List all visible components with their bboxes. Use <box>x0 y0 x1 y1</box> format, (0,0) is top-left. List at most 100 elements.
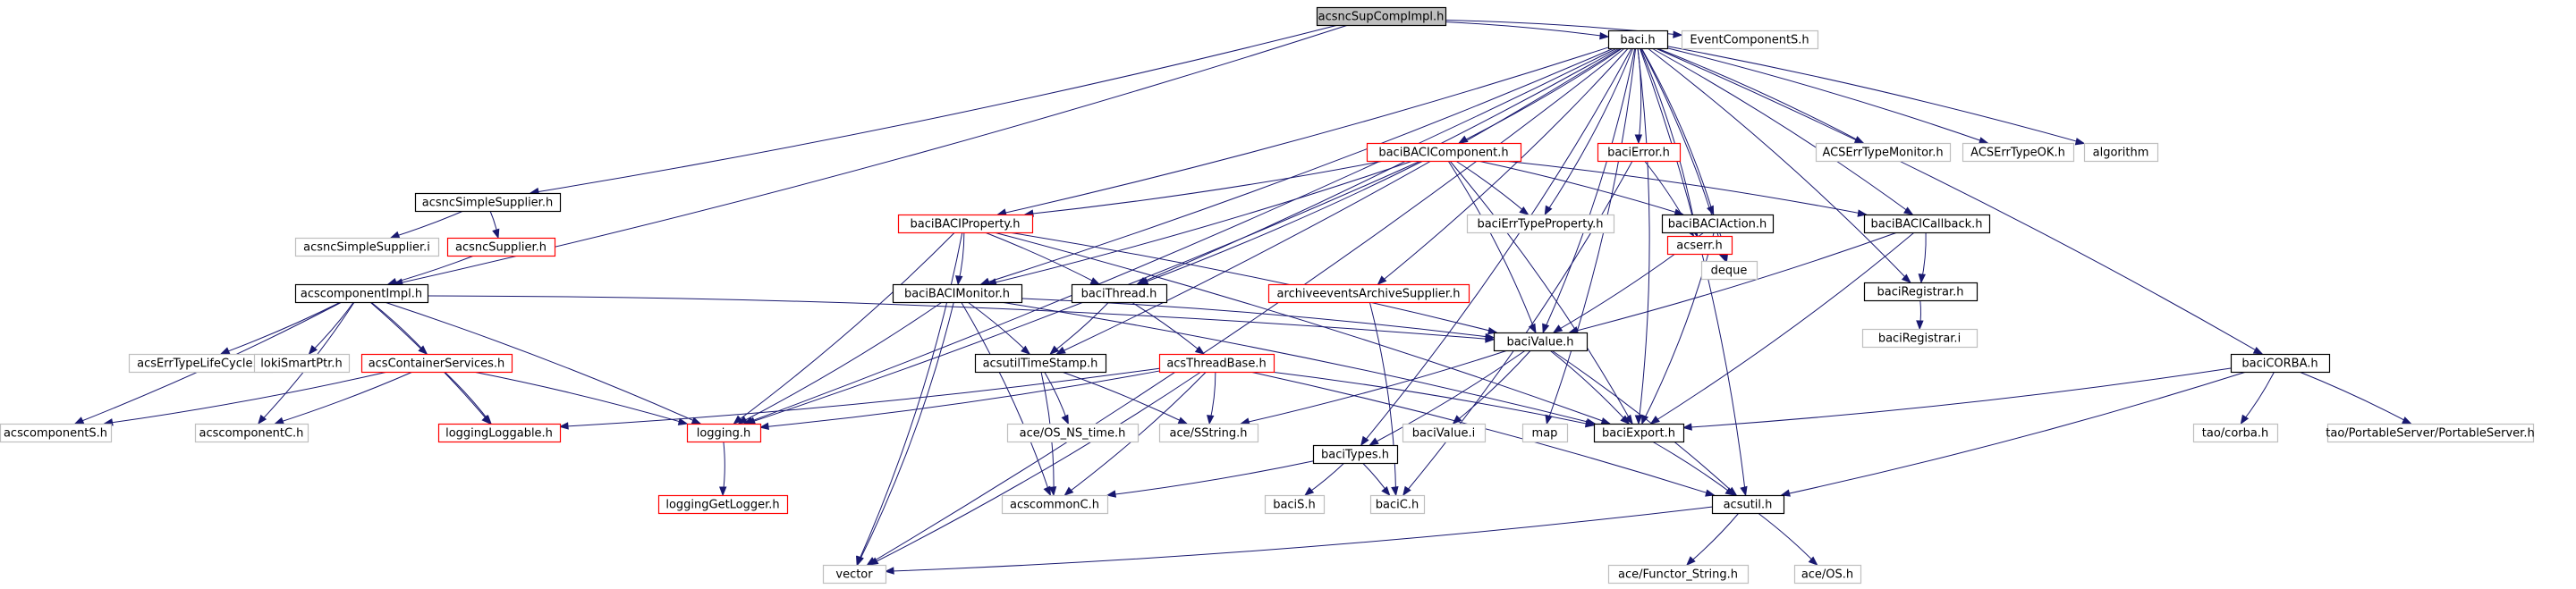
node-baci-registrar-h[interactable]: baciRegistrar.h <box>1863 282 1979 302</box>
node-acserr-h[interactable]: acserr.h <box>1666 235 1733 256</box>
edge-line <box>1478 160 1683 215</box>
edge-baci-thread-to-acs-thread-base <box>1131 301 1206 355</box>
node-box <box>1597 142 1682 163</box>
node-label: algorithm <box>2093 147 2149 160</box>
node-label: acserr.h <box>1676 240 1723 253</box>
edge-acs-thread-base-to-baci-export <box>1270 371 1596 428</box>
node-baci-bacimonitor-h[interactable]: baciBACIMonitor.h <box>892 283 1023 304</box>
edge-line <box>1008 231 1497 333</box>
node-acscommon-c-h: acscommonC.h <box>1001 494 1109 515</box>
edge-line <box>1447 160 1537 333</box>
edge-baci-baciproperty-to-baci-value <box>1008 231 1498 335</box>
node-acsutil-h[interactable]: acsutil.h <box>1711 494 1785 515</box>
edge-line <box>1139 160 1424 285</box>
node-baci-corba-h[interactable]: baciCORBA.h <box>2230 353 2331 374</box>
node-logging-get-logger-h[interactable]: loggingGetLogger.h <box>657 494 789 515</box>
arrowhead-icon <box>1624 414 1633 425</box>
node-label: logging.h <box>697 427 751 441</box>
node-baci-h[interactable]: baci.h <box>1607 29 1669 50</box>
edge-baci-to-baci-value <box>1542 47 1636 334</box>
edge-acsnc-sup-comp-impl-to-acsnc-simple-supplier <box>529 24 1339 196</box>
edge-acsnc-simple-supplier-to-acsnc-supplier <box>489 210 500 240</box>
node-acsnc-simple-supplier-h[interactable]: acsncSimpleSupplier.h <box>414 192 562 213</box>
node-label: ACSErrTypeMonitor.h <box>1822 147 1943 160</box>
node-map: map <box>1521 423 1569 443</box>
edge-baci-to-baci-registrar <box>1647 47 1911 283</box>
node-label: baciC.h <box>1376 499 1419 512</box>
node-acsnc-sup-comp-impl-h[interactable]: acsncSupCompImpl.h <box>1316 6 1447 27</box>
edge-line <box>1569 231 1898 333</box>
node-acs-container-services-h[interactable]: acsContainerServices.h <box>360 353 513 374</box>
arrowhead-icon <box>1740 485 1748 497</box>
edge-line <box>1546 47 1637 425</box>
node-label: ACSErrTypeOK.h <box>1970 147 2065 160</box>
node-box <box>437 423 562 443</box>
node-ace-sstring-h: ace/SString.h <box>1158 423 1259 443</box>
edge-baci-bacicomponent-to-baci-thread <box>1138 160 1424 285</box>
arrowhead-icon <box>1901 273 1911 283</box>
node-baci-export-h[interactable]: baciExport.h <box>1593 423 1685 443</box>
node-baci-types-h[interactable]: baciTypes.h <box>1312 444 1399 465</box>
edge-baci-bacicomponent-to-baci-bacicallback <box>1504 160 1868 217</box>
edge-line <box>759 370 1160 428</box>
edge-acs-thread-base-to-acsutil <box>1250 371 1716 497</box>
edge-line <box>390 210 464 239</box>
node-baci-thread-h[interactable]: baciThread.h <box>1071 283 1168 304</box>
edge-line <box>275 371 413 425</box>
node-label: ace/SString.h <box>1170 427 1248 441</box>
edge-baci-to-baci-bacicallback <box>1651 47 1914 215</box>
edge-line <box>987 160 1413 285</box>
node-box <box>974 353 1107 374</box>
node-label: baciBACIMonitor.h <box>904 288 1010 301</box>
node-label: baciBACIProperty.h <box>911 218 1021 231</box>
edge-baci-baciproperty-to-baci-bacimonitor <box>955 231 965 286</box>
arrowhead-icon <box>1049 345 1060 355</box>
edge-line <box>1241 349 1508 425</box>
node-baci-c-h: baciC.h <box>1369 494 1426 515</box>
node-acs-thread-base-h[interactable]: acsThreadBase.h <box>1158 353 1275 374</box>
edge-line <box>1049 301 1110 355</box>
arrowhead-icon <box>219 347 231 355</box>
edge-line <box>1250 371 1715 496</box>
arrowhead-icon <box>73 417 85 425</box>
node-box <box>1369 494 1426 515</box>
edge-line <box>1402 160 1633 496</box>
node-acscomponent-impl-h[interactable]: acscomponentImpl.h <box>294 283 429 304</box>
edge-line <box>1544 47 1634 215</box>
node-label: deque <box>1711 265 1748 278</box>
arrowhead-icon <box>1043 485 1051 497</box>
arrowhead-icon <box>2240 414 2250 425</box>
node-baci-error-h[interactable]: baciError.h <box>1597 142 1682 163</box>
node-ace-os-ns-time-h: ace/OS_NS_time.h <box>1006 423 1140 443</box>
arrowhead-icon <box>1903 206 1914 215</box>
node-baci-baciproperty-h[interactable]: baciBACIProperty.h <box>897 214 1034 234</box>
node-box <box>1700 260 1758 281</box>
node-box <box>1681 29 1819 50</box>
node-acsutil-time-stamp-h[interactable]: acsutilTimeStamp.h <box>974 353 1107 374</box>
node-box <box>1071 283 1168 304</box>
node-archiveevents-archive-supplier-h[interactable]: archiveeventsArchiveSupplier.h <box>1267 283 1470 304</box>
node-box <box>1815 142 1952 163</box>
edge-acs-container-services-to-logging <box>473 371 689 425</box>
arrowhead-icon <box>492 228 500 240</box>
node-logging-h[interactable]: logging.h <box>686 423 762 443</box>
edge-baci-to-baci-types <box>1360 47 1632 447</box>
edge-baci-corba-to-tao-portable-server <box>2299 371 2412 425</box>
node-box <box>1312 444 1399 465</box>
arrowhead-icon <box>1048 486 1057 497</box>
node-box <box>414 192 562 213</box>
node-baci-baciaction-h[interactable]: baciBACIAction.h <box>1661 214 1775 234</box>
node-box <box>822 564 887 585</box>
edge-line <box>1044 371 1069 425</box>
edge-baci-corba-to-acsutil <box>1780 371 2247 497</box>
node-baci-bacicomponent-h[interactable]: baciBACIComponent.h <box>1366 142 1522 163</box>
node-baci-bacicallback-h[interactable]: baciBACICallback.h <box>1863 214 1991 234</box>
edge-line <box>984 231 1100 285</box>
node-logging-loggable-h[interactable]: loggingLoggable.h <box>437 423 562 443</box>
edge-baci-bacicomponent-to-baci-err-type-property <box>1455 160 1530 215</box>
node-baci-value-h[interactable]: baciValue.h <box>1493 332 1589 352</box>
node-acsnc-supplier-h[interactable]: acsncSupplier.h <box>446 237 556 257</box>
edge-baci-bacicallback-to-baci-export <box>1649 231 1915 425</box>
arrowhead-icon <box>1089 277 1101 285</box>
arrowhead-icon <box>1360 435 1369 447</box>
